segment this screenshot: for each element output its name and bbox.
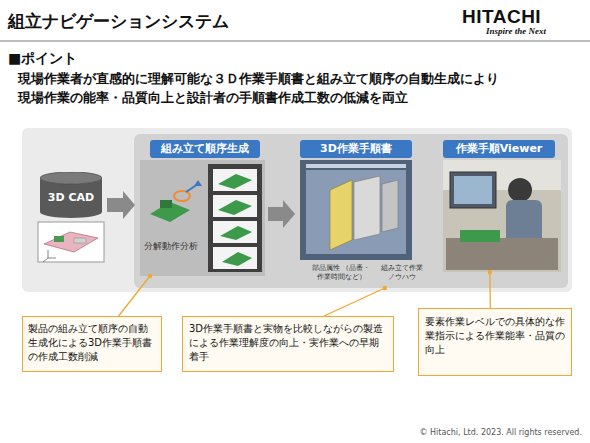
- data-note: 部品属性 （品番・作業時間など）: [298, 264, 384, 282]
- leader-line: [324, 288, 385, 316]
- pcb: [222, 252, 252, 266]
- photo: [443, 160, 561, 272]
- leader-dot: [383, 286, 387, 290]
- callout-text: 要素作業レベルでの具体的な作業指示による作業能率・品質の向上: [425, 315, 565, 357]
- key-point: 現場作業者が直感的に理解可能な３Ｄ作業手順書と組み立て順序の自動生成により 現場…: [18, 69, 538, 107]
- process-section: 組み立て順序生成分解動作分析: [140, 140, 265, 276]
- header-rule: [0, 40, 590, 42]
- callout-text: 製品の組み立て順序の自動生成化による3D作業手順書の作成工数削減: [28, 322, 156, 364]
- callout-box: 3D作業手順書と実物を比較しながらの製造による作業理解度の向上・実作業への早期着…: [182, 316, 394, 372]
- photo-person: [508, 178, 532, 202]
- cylinder-top: [40, 172, 102, 184]
- process-section: 3D作業手順書部品属性 （品番・作業時間など）組み立て作業 ノウハウ: [298, 140, 422, 288]
- film-frame: [213, 221, 257, 243]
- screen-toolbar: [306, 164, 406, 168]
- connector-group: [268, 200, 295, 228]
- callout-text: 3D作業手順書と実物を比較しながらの製造による作業理解度の向上・実作業への早期着…: [189, 322, 387, 364]
- section-header: 作業手順Viewer: [443, 140, 555, 158]
- slide-title: 組立ナビゲーションシステム: [8, 10, 229, 33]
- process-section: 作業手順Viewer: [441, 140, 563, 272]
- callout-box: 要素作業レベルでの具体的な作業指示による作業能率・品質の向上: [418, 308, 572, 376]
- leader-dot: [148, 274, 152, 278]
- section-header: 3D作業手順書: [300, 140, 412, 158]
- pcb-part: [160, 200, 172, 208]
- photo-screen: [454, 176, 492, 204]
- connector-group: [119, 274, 153, 316]
- 3d-part: [354, 176, 380, 240]
- leader-dot: [488, 270, 492, 274]
- company-logo: HITACHI: [462, 6, 582, 28]
- section-header: 組み立て順序生成: [150, 140, 260, 158]
- section-heading: ■ポイント: [8, 50, 208, 68]
- connector-group: [107, 191, 135, 219]
- pcb: [220, 226, 252, 240]
- photo-board: [460, 230, 500, 242]
- 3d-part: [330, 180, 352, 250]
- leader-line: [489, 272, 491, 308]
- inner-panel: [134, 134, 568, 288]
- photo-bench: [446, 238, 558, 270]
- cad-part: [54, 236, 64, 242]
- flow-arrow: [107, 191, 135, 219]
- motion-arrow-head: [194, 180, 202, 186]
- cad-image: [38, 222, 104, 262]
- process-note: 分解動作分析: [144, 240, 214, 253]
- outer-panel: [22, 128, 572, 292]
- film-strip: [208, 164, 262, 272]
- screen: [300, 160, 412, 260]
- data-note: 組み立て作業 ノウハウ: [380, 264, 424, 282]
- leader-line: [119, 276, 150, 316]
- film-frame: [213, 247, 257, 269]
- cad-part: [44, 232, 98, 252]
- connector-group: [324, 286, 387, 316]
- connector-group: [488, 270, 492, 308]
- 3d-part: [382, 180, 398, 232]
- pcb: [218, 200, 252, 215]
- company-slogan: Inspire the Next: [486, 26, 586, 36]
- copyright: © Hitachi, Ltd. 2023. All rights reserve…: [370, 428, 582, 437]
- screen-view: [306, 170, 406, 254]
- motion-ring: [174, 191, 190, 201]
- pcb: [218, 174, 252, 189]
- database-cylinder: 3D CAD: [40, 172, 102, 218]
- cad-part: [74, 238, 86, 243]
- flow-arrow: [268, 200, 295, 228]
- cad-axes: [43, 250, 56, 262]
- film-frame: [213, 195, 257, 217]
- section-area: [140, 160, 265, 276]
- photo-monitor: [450, 172, 496, 208]
- node-title: 3D CAD: [40, 191, 102, 204]
- callout-box: 製品の組み立て順序の自動生成化による3D作業手順書の作成工数削減: [22, 316, 162, 372]
- film-frame: [213, 169, 257, 191]
